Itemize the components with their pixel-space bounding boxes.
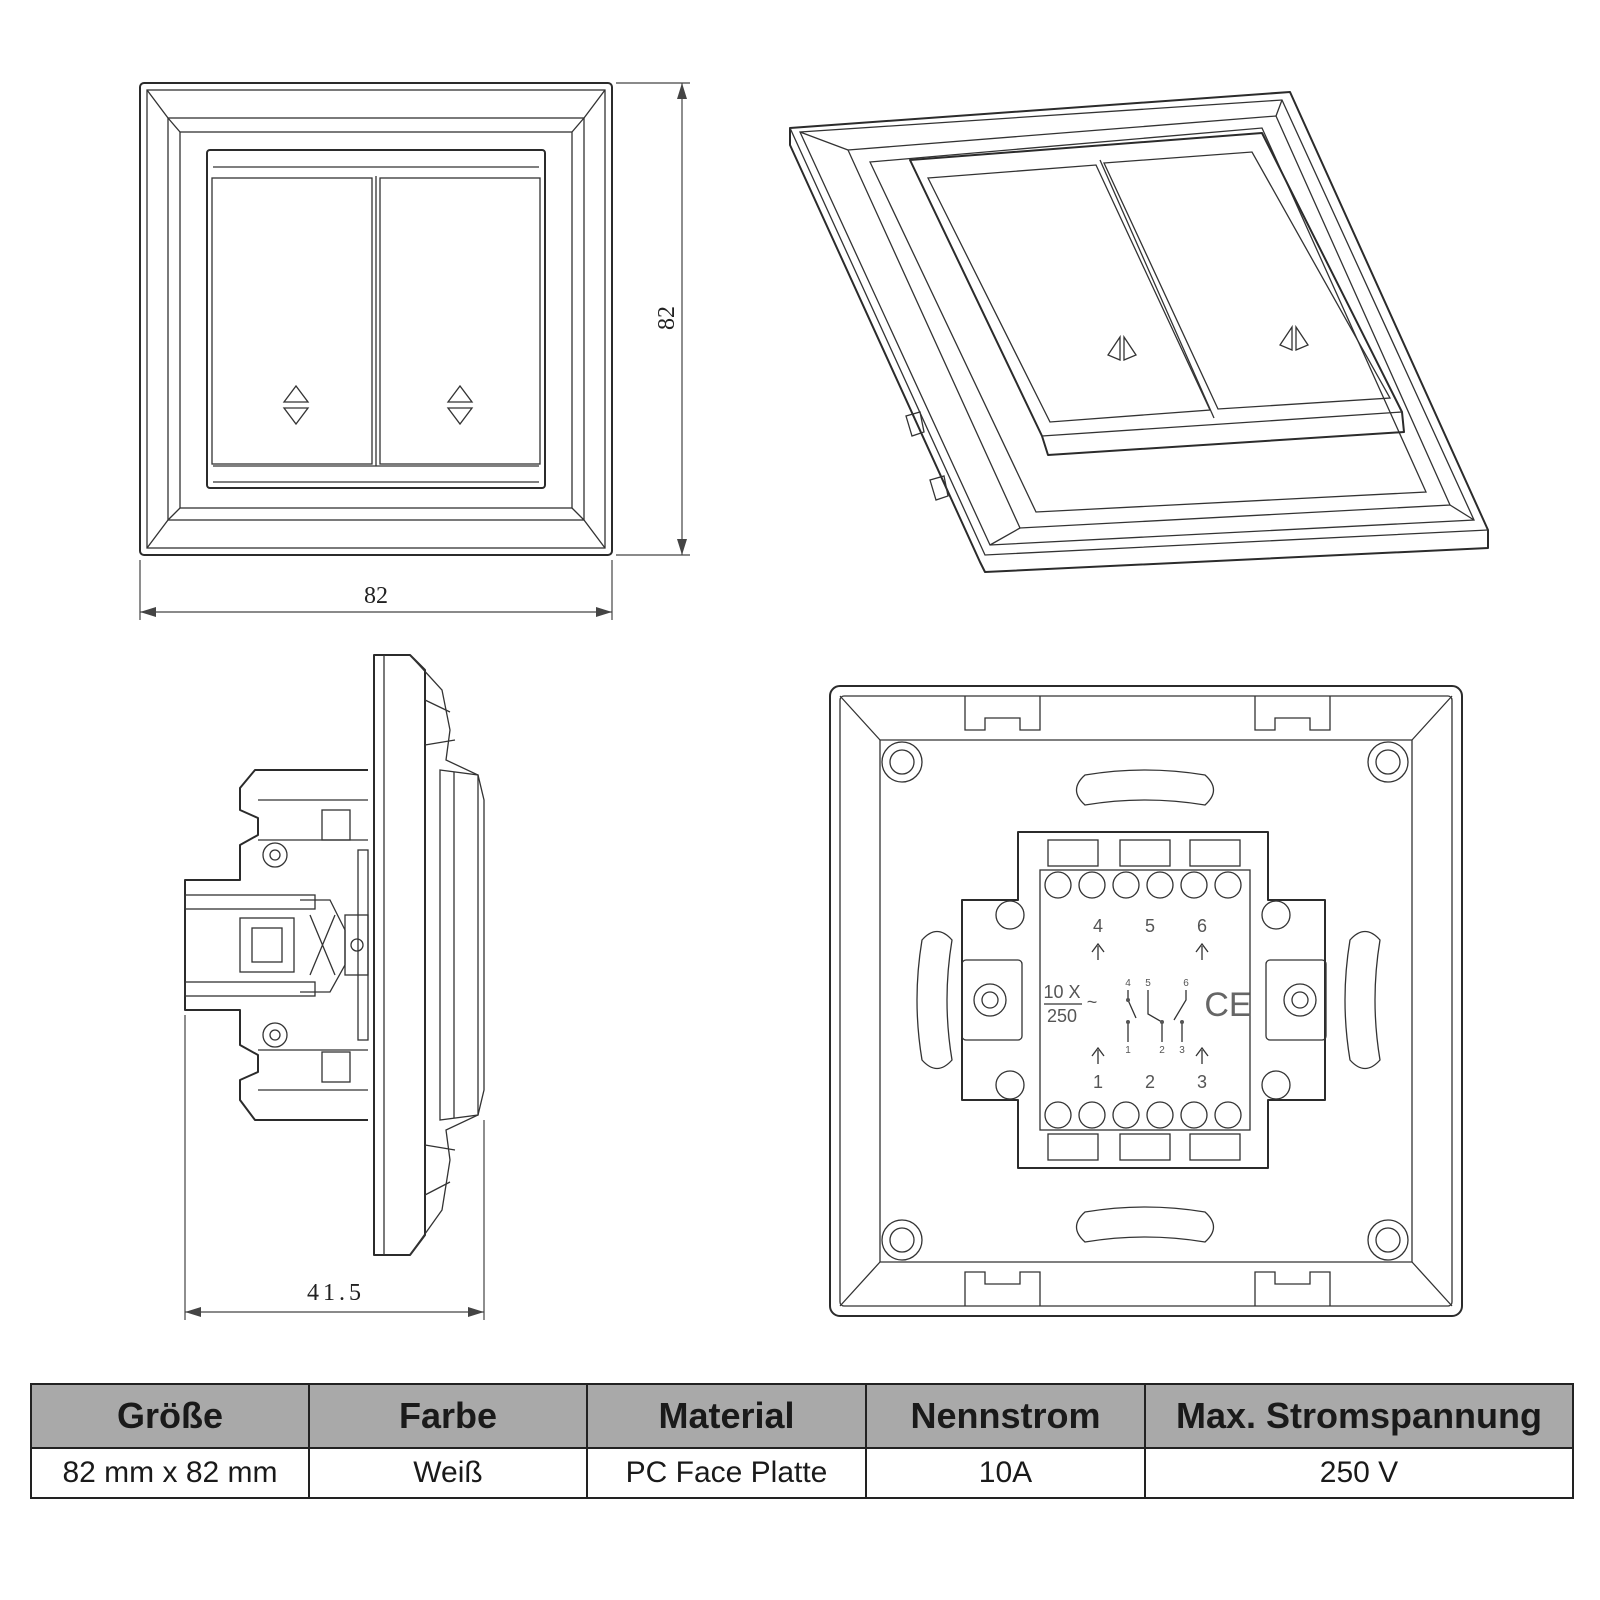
- value-color: Weiß: [308, 1447, 588, 1499]
- spec-value-row: 82 mm x 82 mm Weiß PC Face Platte 10A 25…: [30, 1447, 1574, 1499]
- value-rated-current: 10A: [865, 1447, 1146, 1499]
- header-color: Farbe: [308, 1383, 588, 1449]
- updown-arrow-icon: [1107, 334, 1137, 361]
- svg-text:6: 6: [1183, 978, 1189, 989]
- ac-symbol: ~: [1087, 992, 1098, 1012]
- perspective-view: [789, 91, 1489, 573]
- drawings-canvas: 82 82: [139, 82, 1489, 1320]
- terminal-label-1: 1: [1093, 1072, 1103, 1092]
- terminal-screws-top: [1044, 871, 1242, 899]
- terminal-label-2: 2: [1145, 1072, 1155, 1092]
- updown-arrow-icon: [1279, 324, 1309, 351]
- depth-dimension-label: 41.5: [307, 1280, 365, 1306]
- header-material: Material: [586, 1383, 867, 1449]
- technical-drawings: 82 82: [139, 82, 1489, 1320]
- terminal-label-3: 3: [1197, 1072, 1207, 1092]
- header-rated-current: Nennstrom: [865, 1383, 1146, 1449]
- width-dimension-label: 82: [364, 583, 388, 609]
- updown-arrow-icon: [446, 384, 474, 426]
- svg-text:5: 5: [1145, 978, 1151, 989]
- spec-header-row: Größe Farbe Material Nennstrom Max. Stro…: [30, 1383, 1574, 1449]
- value-size: 82 mm x 82 mm: [30, 1447, 310, 1499]
- switch-schematic: 4 5 6 1 2 3: [1125, 978, 1189, 1056]
- rating-current-label: 10 X: [1043, 982, 1080, 1002]
- updown-arrow-icon: [282, 384, 310, 426]
- header-size: Größe: [30, 1383, 310, 1449]
- svg-text:2: 2: [1159, 1045, 1165, 1056]
- terminal-label-5: 5: [1145, 916, 1155, 936]
- svg-text:4: 4: [1125, 978, 1131, 989]
- ce-mark-icon: CE: [1204, 986, 1251, 1024]
- front-view: 82 82: [139, 82, 690, 620]
- height-dimension-label: 82: [654, 306, 680, 330]
- spec-table: Größe Farbe Material Nennstrom Max. Stro…: [30, 1383, 1574, 1499]
- terminal-screws-bottom: [1044, 1101, 1242, 1129]
- value-max-voltage: 250 V: [1144, 1447, 1574, 1499]
- value-material: PC Face Platte: [586, 1447, 867, 1499]
- side-view: 41.5: [184, 654, 485, 1320]
- svg-text:1: 1: [1125, 1045, 1131, 1056]
- header-max-voltage: Max. Stromspannung: [1144, 1383, 1574, 1449]
- svg-text:3: 3: [1179, 1045, 1185, 1056]
- back-view: 4 5 6 1 2 3 10 X 250 ~ 4 5 6 1 2 3 CE: [829, 685, 1463, 1317]
- terminal-label-4: 4: [1093, 916, 1103, 936]
- rating-voltage-label: 250: [1047, 1006, 1077, 1026]
- terminal-label-6: 6: [1197, 916, 1207, 936]
